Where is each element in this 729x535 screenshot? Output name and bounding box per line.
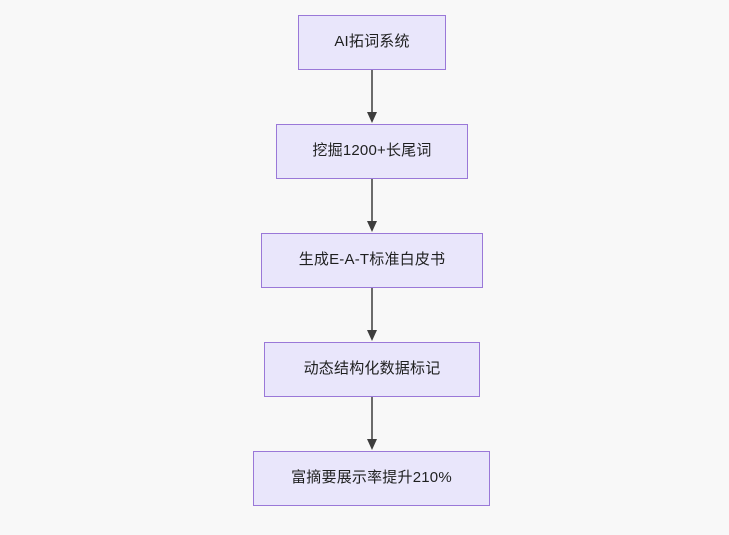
flow-node-label: AI拓词系统 [334, 33, 410, 51]
flow-node-rich-snippet-impression-lift[interactable]: 富摘要展示率提升210% [253, 451, 490, 506]
flow-connector-4-5 [362, 397, 382, 451]
flow-node-label: 挖掘1200+长尾词 [312, 142, 432, 160]
flow-node-ai-keyword-system[interactable]: AI拓词系统 [298, 15, 446, 70]
flow-connector-3-4 [362, 288, 382, 342]
flow-connector-1-2 [362, 70, 382, 124]
flow-node-dynamic-structured-data-markup[interactable]: 动态结构化数据标记 [264, 342, 480, 397]
flow-connector-2-3 [362, 179, 382, 233]
flow-node-label: 富摘要展示率提升210% [291, 469, 452, 487]
flow-node-mine-longtail-keywords[interactable]: 挖掘1200+长尾词 [276, 124, 468, 179]
flow-node-label: 动态结构化数据标记 [303, 360, 441, 378]
flow-node-generate-eat-whitepaper[interactable]: 生成E-A-T标准白皮书 [261, 233, 483, 288]
flow-node-label: 生成E-A-T标准白皮书 [298, 251, 446, 269]
